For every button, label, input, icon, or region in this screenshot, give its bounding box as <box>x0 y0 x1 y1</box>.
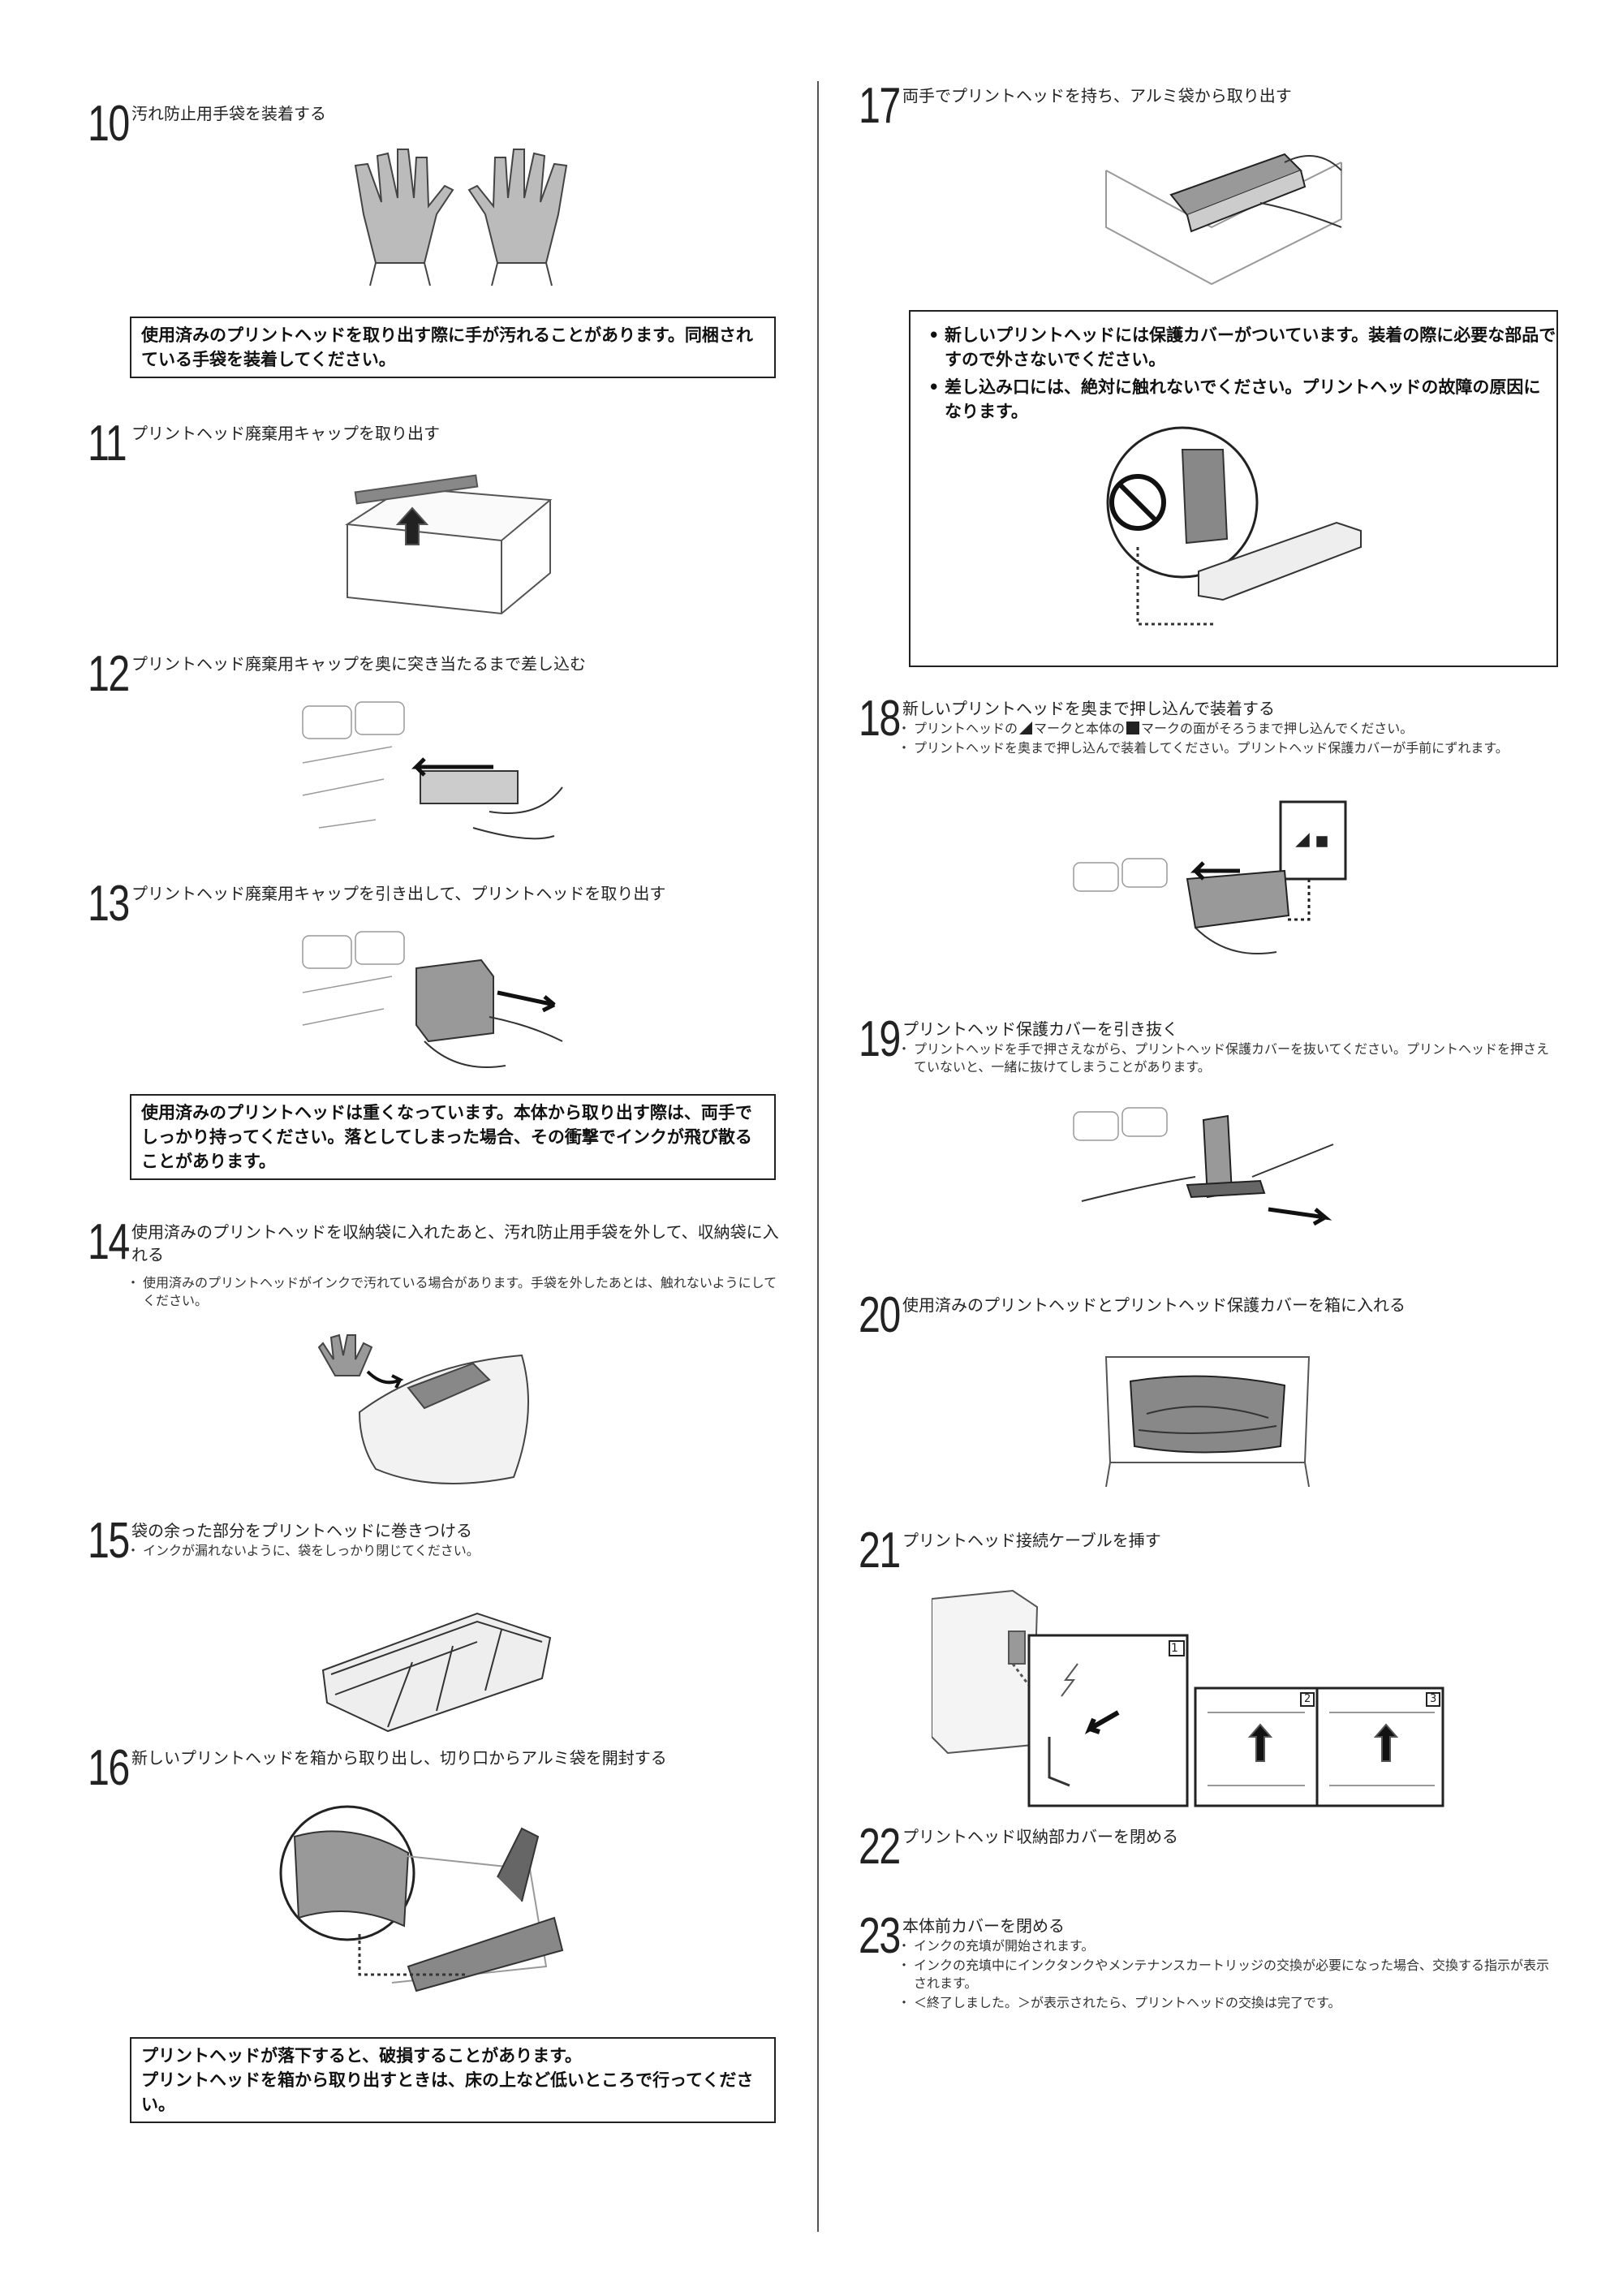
note-item: プリントヘッドを奥まで押し込んで装着してください。プリントヘッド保護カバーが手前… <box>898 739 1552 757</box>
insert-cap-illustration <box>295 690 570 852</box>
bag-printhead-illustration <box>311 1331 554 1493</box>
step-18: 18 新しいプリントヘッドを奥まで押し込んで装着する プリントヘッドのマークと本… <box>859 694 1573 970</box>
step-22: 22 プリントヘッド収納部カバーを閉める <box>859 1822 1573 1887</box>
step-number: 18 <box>859 691 901 747</box>
step-title: 使用済みのプリントヘッドとプリントヘッド保護カバーを箱に入れる <box>902 1295 1406 1315</box>
step-23: 23 本体前カバーを閉める インクの充填が開始されます。 インクの充填中にインク… <box>859 1911 1573 2057</box>
step-number: 22 <box>859 1819 901 1875</box>
box-with-printhead-illustration <box>1098 1349 1317 1491</box>
unpack-printhead-illustration <box>278 1804 587 1995</box>
step-title: 本体前カバーを閉める <box>902 1916 1065 1936</box>
step-title: 新しいプリントヘッドを箱から取り出し、切り口からアルミ袋を開封する <box>131 1748 667 1768</box>
note-item: インクの充填が開始されます。 <box>898 1937 1552 1955</box>
step-number: 14 <box>88 1214 130 1270</box>
step-number: 12 <box>88 646 130 702</box>
step-13: 13 プリントヘッド廃棄用キャップを引き出して、プリントヘッドを取り出す 使用済… <box>88 879 777 1187</box>
caution-list: 新しいプリントヘッドには保護カバーがついています。装着の際に必要な部品ですので外… <box>928 323 1556 424</box>
step-14: 14 使用済みのプリントヘッドを収納袋に入れたあと、汚れ防止用手袋を外して、収納… <box>88 1214 779 1510</box>
step-notes: プリントヘッドを手で押さえながら、プリントヘッド保護カバーを抜いてください。プリ… <box>898 1040 1552 1078</box>
warning-text: プリントヘッドが落下すると、破損することがあります。 プリントヘッドを箱から取り… <box>141 2046 754 2114</box>
caution-box: 新しいプリントヘッドには保護カバーがついています。装着の際に必要な部品ですので外… <box>909 310 1558 667</box>
step-number: 21 <box>859 1523 901 1579</box>
wrapped-printhead-illustration <box>315 1597 558 1735</box>
step-10: 10 汚れ防止用手袋を装着する 使用済みのプリントヘッドを取り出す際に手が汚れる… <box>88 99 777 391</box>
warning-box: 使用済みのプリントヘッドを取り出す際に手が汚れることがあります。同梱されている手… <box>130 317 776 378</box>
step-title: 両手でプリントヘッドを持ち、アルミ袋から取り出す <box>902 86 1292 106</box>
note-item: プリントヘッドを手で押さえながら、プリントヘッド保護カバーを抜いてください。プリ… <box>898 1040 1552 1076</box>
step-notes: 使用済みのプリントヘッドがインクで汚れている場合があります。手袋を外したあとは、… <box>127 1274 781 1312</box>
disposal-cap-illustration <box>339 467 558 622</box>
step-number: 13 <box>88 876 130 932</box>
step-number: 23 <box>859 1908 901 1964</box>
triangle-mark-icon <box>1019 722 1033 734</box>
step-title: プリントヘッド保護カバーを引き抜く <box>902 1019 1178 1039</box>
step-title: 新しいプリントヘッドを奥まで押し込んで装着する <box>902 699 1275 718</box>
pull-cover-illustration <box>1065 1096 1350 1250</box>
step-title: プリントヘッド接続ケーブルを挿す <box>902 1531 1161 1550</box>
step-notes: インクが漏れないように、袋をしっかり閉じてください。 <box>127 1542 781 1562</box>
step-12: 12 プリントヘッド廃棄用キャップを奥に突き当たるまで差し込む <box>88 649 777 860</box>
step-21: 21 プリントヘッド接続ケーブルを挿す 1 2 3 <box>859 1526 1573 1810</box>
caution-item: 新しいプリントヘッドには保護カバーがついています。装着の際に必要な部品ですので外… <box>928 323 1556 372</box>
step-number: 15 <box>88 1513 130 1569</box>
install-printhead-illustration <box>1065 798 1350 964</box>
callout-2: 2 <box>1304 1693 1311 1705</box>
step-11: 11 プリントヘッド廃棄用キャップを取り出す <box>88 419 777 630</box>
step-title: プリントヘッド廃棄用キャップを引き出して、プリントヘッドを取り出す <box>131 884 666 903</box>
step-number: 16 <box>88 1740 130 1796</box>
step-notes: インクの充填が開始されます。 インクの充填中にインクタンクやメンテナンスカートリ… <box>898 1937 1552 2014</box>
note-item: インクの充填中にインクタンクやメンテナンスカートリッジの交換が必要になった場合、… <box>898 1957 1552 1992</box>
note-item: ＜終了しました。＞が表示されたら、プリントヘッドの交換は完了です。 <box>898 1994 1552 2012</box>
note-item: インクが漏れないように、袋をしっかり閉じてください。 <box>127 1542 781 1560</box>
remove-from-bag-illustration <box>1098 138 1350 288</box>
caution-item: 差し込み口には、絶対に触れないでください。プリントヘッドの故障の原因になります。 <box>928 375 1556 424</box>
step-title: プリントヘッド収納部カバーを閉める <box>902 1827 1178 1846</box>
callout-3: 3 <box>1430 1693 1437 1705</box>
step-number: 20 <box>859 1287 901 1343</box>
step-number: 11 <box>88 416 127 472</box>
warning-box: 使用済みのプリントヘッドは重くなっています。本体から取り出す際は、両手でしっかり… <box>130 1094 776 1180</box>
step-title: プリントヘッド廃棄用キャップを取り出す <box>131 424 440 443</box>
step-15: 15 袋の余った部分をプリントヘッドに巻きつける インクが漏れないように、袋をし… <box>88 1516 777 1751</box>
step-number: 19 <box>859 1011 901 1067</box>
step-17: 17 両手でプリントヘッドを持ち、アルミ袋から取り出す 新しいプリントヘッドには… <box>859 81 1573 682</box>
step-title: 袋の余った部分をプリントヘッドに巻きつける <box>131 1521 472 1540</box>
step-title: 汚れ防止用手袋を装着する <box>131 104 326 123</box>
step-title: プリントヘッド廃棄用キャップを奥に突き当たるまで差し込む <box>131 654 586 674</box>
step-16: 16 新しいプリントヘッドを箱から取り出し、切り口からアルミ袋を開封する プリン… <box>88 1743 777 2133</box>
remove-printhead-illustration <box>295 920 570 1082</box>
callout-1: 1 <box>1171 1642 1178 1655</box>
step-19: 19 プリントヘッド保護カバーを引き抜く プリントヘッドを手で押さえながら、プリ… <box>859 1014 1573 1258</box>
warning-box: プリントヘッドが落下すると、破損することがあります。 プリントヘッドを箱から取り… <box>130 2037 776 2123</box>
cable-connection-illustration: 1 2 3 <box>932 1574 1573 1810</box>
gloves-illustration <box>331 141 591 287</box>
step-20: 20 使用済みのプリントヘッドとプリントヘッド保護カバーを箱に入れる <box>859 1290 1573 1501</box>
step-title: 使用済みのプリントヘッドを収納袋に入れたあと、汚れ防止用手袋を外して、収納袋に入… <box>131 1222 779 1264</box>
column-divider <box>817 81 819 2232</box>
step-number: 17 <box>859 78 901 134</box>
square-mark-icon <box>1126 722 1140 734</box>
do-not-touch-illustration <box>1093 425 1377 653</box>
step-number: 10 <box>88 96 130 152</box>
note-item: 使用済みのプリントヘッドがインクで汚れている場合があります。手袋を外したあとは、… <box>127 1274 781 1310</box>
